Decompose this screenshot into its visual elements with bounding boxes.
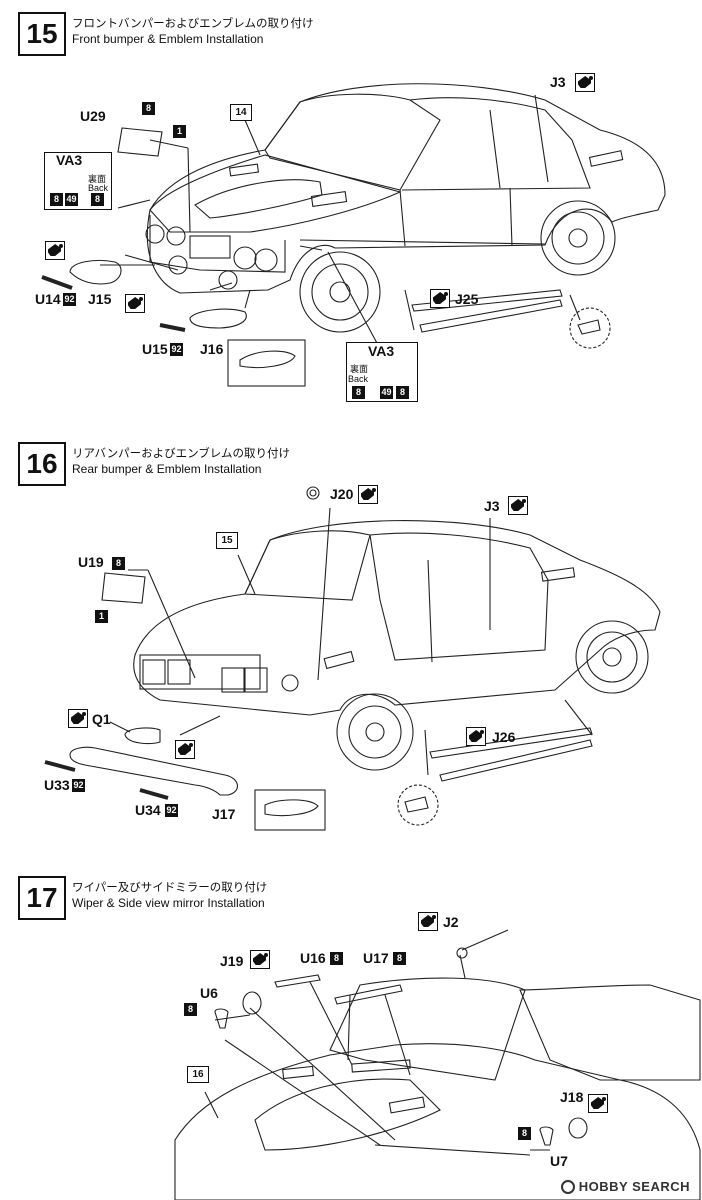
part-label-u16: U16 bbox=[300, 950, 326, 966]
color-code-49: 49 bbox=[65, 193, 78, 206]
color-code-49: 49 bbox=[380, 386, 393, 399]
cement-icon bbox=[418, 912, 438, 931]
part-label-u17: U17 bbox=[363, 950, 389, 966]
step-title-en: Wiper & Side view mirror Installation bbox=[72, 896, 265, 910]
part-label-j15: J15 bbox=[88, 291, 112, 307]
part-label-j3: J3 bbox=[484, 498, 500, 514]
color-code-92: 92 bbox=[170, 343, 183, 356]
color-code-1: 1 bbox=[95, 610, 108, 623]
color-code-8: 8 bbox=[50, 193, 63, 206]
cement-icon bbox=[175, 740, 195, 759]
part-label-j2: J2 bbox=[443, 914, 459, 930]
color-code-1: 1 bbox=[173, 125, 186, 138]
ref-part-16: 16 bbox=[187, 1066, 209, 1083]
cement-icon bbox=[68, 709, 88, 728]
part-label-u19: U19 bbox=[78, 554, 104, 570]
color-code-8: 8 bbox=[518, 1127, 531, 1140]
label-back: Back bbox=[88, 183, 109, 193]
step-title-jp: フロントバンパーおよびエンブレムの取り付け bbox=[72, 18, 314, 30]
part-label-u29: U29 bbox=[80, 108, 106, 124]
cement-icon bbox=[575, 73, 595, 92]
color-code-8: 8 bbox=[393, 952, 406, 965]
ref-part-14: 14 bbox=[230, 104, 252, 121]
cement-icon bbox=[508, 496, 528, 515]
cement-icon bbox=[250, 950, 270, 969]
part-label-va3: VA3 bbox=[56, 152, 83, 168]
color-code-8: 8 bbox=[184, 1003, 197, 1016]
ref-part-15: 15 bbox=[216, 532, 238, 549]
color-code-92: 92 bbox=[165, 804, 178, 817]
color-code-8: 8 bbox=[330, 952, 343, 965]
part-label-j19: J19 bbox=[220, 953, 244, 969]
step-title-en: Front bumper & Emblem Installation bbox=[72, 32, 264, 46]
watermark: HOBBY SEARCH bbox=[560, 1179, 690, 1194]
color-code-8: 8 bbox=[91, 193, 104, 206]
label-back: Back bbox=[348, 374, 369, 384]
part-label-va3: VA3 bbox=[368, 343, 395, 359]
color-code-8: 8 bbox=[396, 386, 409, 399]
color-code-8: 8 bbox=[142, 102, 155, 115]
part-label-q1: Q1 bbox=[92, 711, 111, 727]
part-label-u15: U15 bbox=[142, 341, 168, 357]
part-label-j16: J16 bbox=[200, 341, 224, 357]
color-code-8: 8 bbox=[352, 386, 365, 399]
part-label-u7: U7 bbox=[550, 1153, 568, 1169]
step-number: 17 bbox=[18, 876, 66, 920]
color-code-92: 92 bbox=[63, 293, 76, 306]
step-title-jp: ワイパー及びサイドミラーの取り付け bbox=[72, 882, 268, 894]
step-title-en: Rear bumper & Emblem Installation bbox=[72, 462, 262, 476]
color-code-8: 8 bbox=[112, 557, 125, 570]
part-label-j20: J20 bbox=[330, 486, 354, 502]
cement-icon bbox=[588, 1094, 608, 1113]
step-number: 16 bbox=[18, 442, 66, 486]
cement-icon bbox=[45, 241, 65, 260]
part-label-j17: J17 bbox=[212, 806, 236, 822]
cement-icon bbox=[430, 289, 450, 308]
part-label-j18: J18 bbox=[560, 1089, 584, 1105]
step-number: 15 bbox=[18, 12, 66, 56]
part-label-j3: J3 bbox=[550, 74, 566, 90]
part-label-j26: J26 bbox=[492, 729, 516, 745]
label-back-jp: 裏面 bbox=[350, 364, 369, 374]
hobby-search-logo-icon bbox=[560, 1180, 575, 1194]
part-label-u6: U6 bbox=[200, 985, 218, 1001]
part-label-u33: U33 bbox=[44, 777, 70, 793]
cement-icon bbox=[125, 294, 145, 313]
step-title-jp: リアバンパーおよびエンブレムの取り付け bbox=[72, 448, 291, 460]
label-back-jp: 裏面 bbox=[88, 174, 107, 184]
part-label-u14: U14 bbox=[35, 291, 61, 307]
part-label-j25: J25 bbox=[455, 291, 479, 307]
cement-icon bbox=[466, 727, 486, 746]
part-label-u34: U34 bbox=[135, 802, 161, 818]
cement-icon bbox=[358, 485, 378, 504]
color-code-92: 92 bbox=[72, 779, 85, 792]
watermark-text: HOBBY SEARCH bbox=[578, 1179, 690, 1194]
